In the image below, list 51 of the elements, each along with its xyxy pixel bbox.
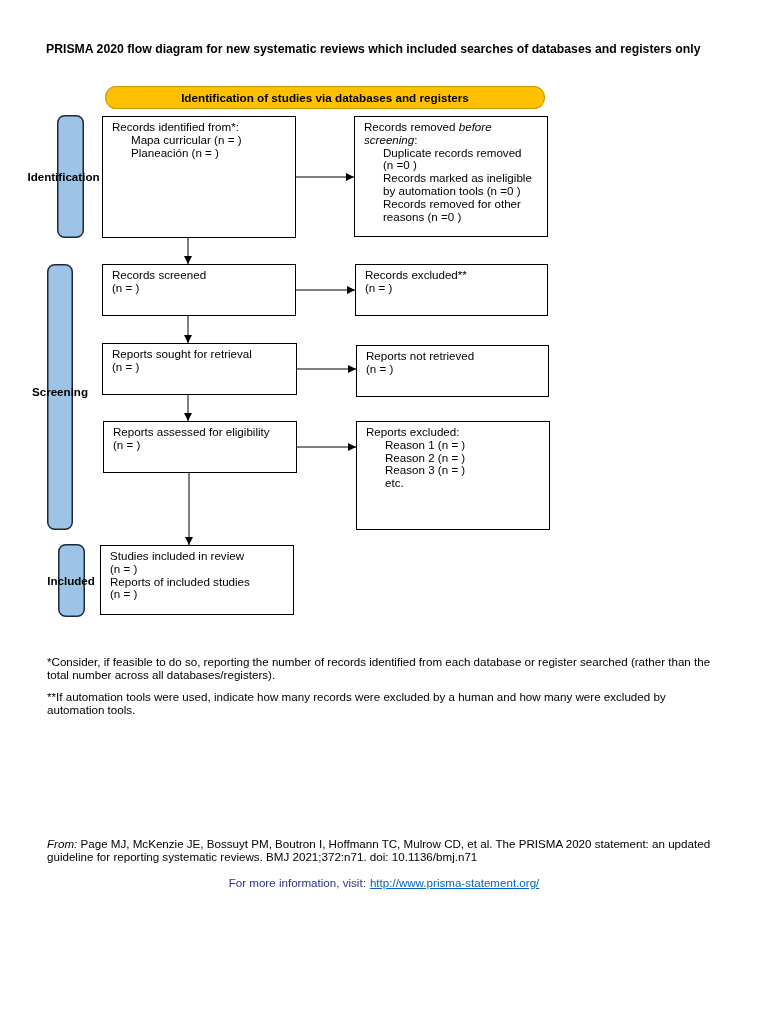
list-item: Records marked as ineligible by automation tools (n =0 )	[383, 172, 533, 198]
list-item: Records removed for other reasons (n =0 )	[383, 197, 522, 224]
step-title: Reports sought for retrieval	[112, 348, 253, 361]
process-box	[102, 264, 296, 316]
footnote: **If automation tools were used, indicate how many records were excluded by a human and how many were excluded by automation tools.	[47, 690, 667, 716]
step-title: Reports assessed for eligibility	[113, 426, 271, 439]
list-item: Duplicate records removed (n =0 )	[383, 146, 523, 173]
count-text: (n = )	[365, 281, 394, 295]
count-text: (n = )	[112, 281, 141, 295]
arrow	[185, 472, 193, 546]
process-box	[356, 421, 550, 530]
process-box	[102, 116, 296, 238]
section-header-band	[105, 86, 545, 109]
list-item: Planeación (n = )	[131, 146, 219, 160]
process-box	[100, 545, 294, 615]
count-text: (n = )	[110, 562, 139, 576]
count-text: (n = )	[110, 588, 138, 602]
list-item: etc.	[385, 477, 405, 490]
step-title: Studies included in review	[110, 550, 246, 563]
list-item: Reason 3 (n = )	[385, 464, 467, 478]
link: http://www.prisma-statement.org/	[369, 876, 540, 889]
step-title: Records removed before screening:	[364, 121, 493, 147]
footnote: *Consider, if feasible to do so, reporting the number of records identified from each database or register searched (rather than the total number across all databases/registers).	[47, 655, 712, 681]
step-title: Reports of included studies	[110, 575, 251, 589]
arrow	[184, 237, 192, 265]
step-title: Reports excluded:	[366, 426, 461, 439]
list-item: Mapa curricular (n = )	[131, 133, 243, 147]
count-text: (n = )	[112, 360, 140, 374]
list-item: Reason 2 (n = )	[385, 451, 467, 465]
arrow	[184, 315, 192, 344]
info-text: For more information, visit:	[228, 876, 366, 889]
count-text: (n = )	[366, 362, 394, 376]
citation: From: Page MJ, McKenzie JE, Bossuyt PM, Boutron I, Hoffmann TC, Mulrow CD, et al. The PRISMA 2020 statement: an updated guideline for reporting systematic reviews. BMJ 2021;372:n71. doi: 10.1136/bmj.n71	[47, 837, 712, 863]
step-title: Reports not retrieved	[366, 350, 476, 363]
process-box	[356, 345, 549, 397]
process-box	[103, 421, 297, 473]
process-box	[102, 343, 297, 395]
step-title: Records screened	[112, 269, 208, 282]
list-item: Reason 1 (n = )	[385, 438, 467, 452]
section-heading: Identification of studies via databases and registers	[181, 91, 469, 104]
arrow	[295, 173, 355, 181]
count-text: (n = )	[113, 438, 141, 452]
arrow	[184, 394, 192, 422]
diagram-title: PRISMA 2020 flow diagram for new systematic reviews which included searches of databases and registers only	[46, 42, 701, 56]
arrow	[296, 365, 357, 373]
arrow	[295, 286, 356, 294]
arrow	[296, 443, 357, 451]
process-box	[354, 116, 548, 237]
step-title: Records excluded**	[365, 269, 468, 282]
process-box	[355, 264, 548, 316]
step-title: Records identified from*:	[112, 121, 240, 134]
